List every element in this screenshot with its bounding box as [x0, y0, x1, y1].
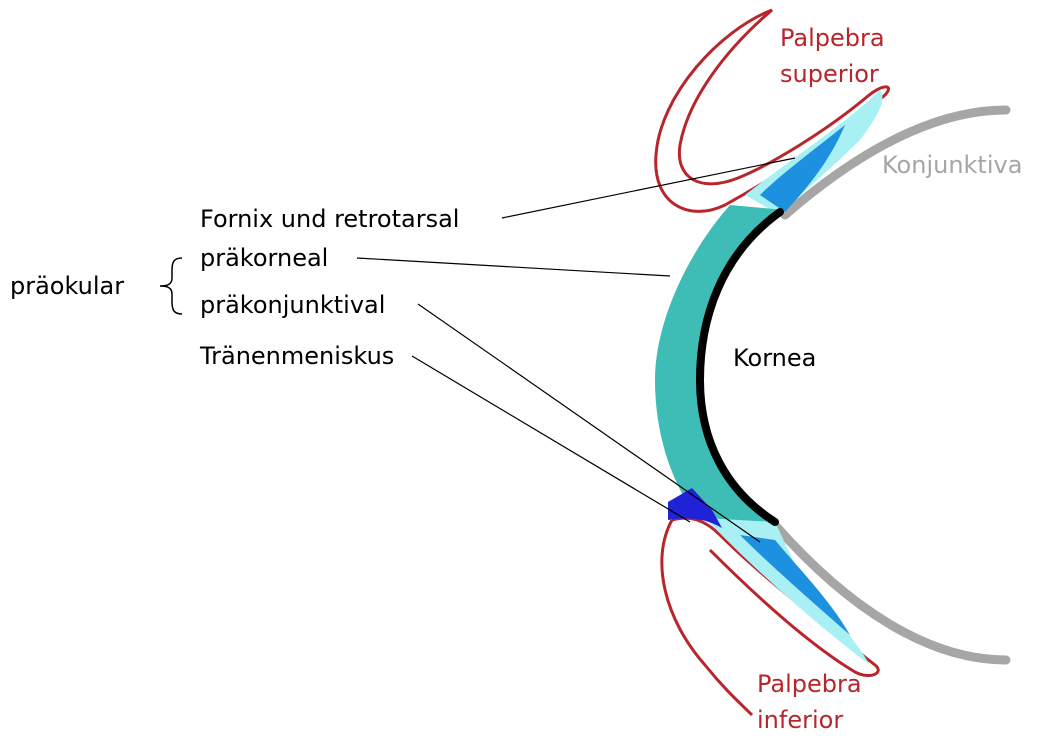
kornea-label: Kornea — [733, 344, 816, 372]
palpebra-inferior-line2: inferior — [757, 706, 843, 734]
praekorneal-leader-line — [357, 258, 670, 276]
praekonjunktival-label: präkonjunktival — [200, 291, 385, 319]
praeokular-label: präokular — [10, 272, 124, 300]
palpebra-superior-line2: superior — [780, 60, 879, 88]
praekorneal-label: präkorneal — [200, 244, 328, 272]
palpebra-inferior-line1: Palpebra — [757, 670, 862, 698]
praeokular-brace — [160, 258, 182, 314]
traenenmeniskus-leader-line — [412, 356, 690, 522]
traenenmeniskus-label: Tränenmeniskus — [199, 342, 394, 370]
fornix-label: Fornix und retrotarsal — [200, 205, 459, 233]
palpebra-superior-line1: Palpebra — [780, 24, 885, 52]
konjunktiva-label: Konjunktiva — [882, 151, 1022, 179]
